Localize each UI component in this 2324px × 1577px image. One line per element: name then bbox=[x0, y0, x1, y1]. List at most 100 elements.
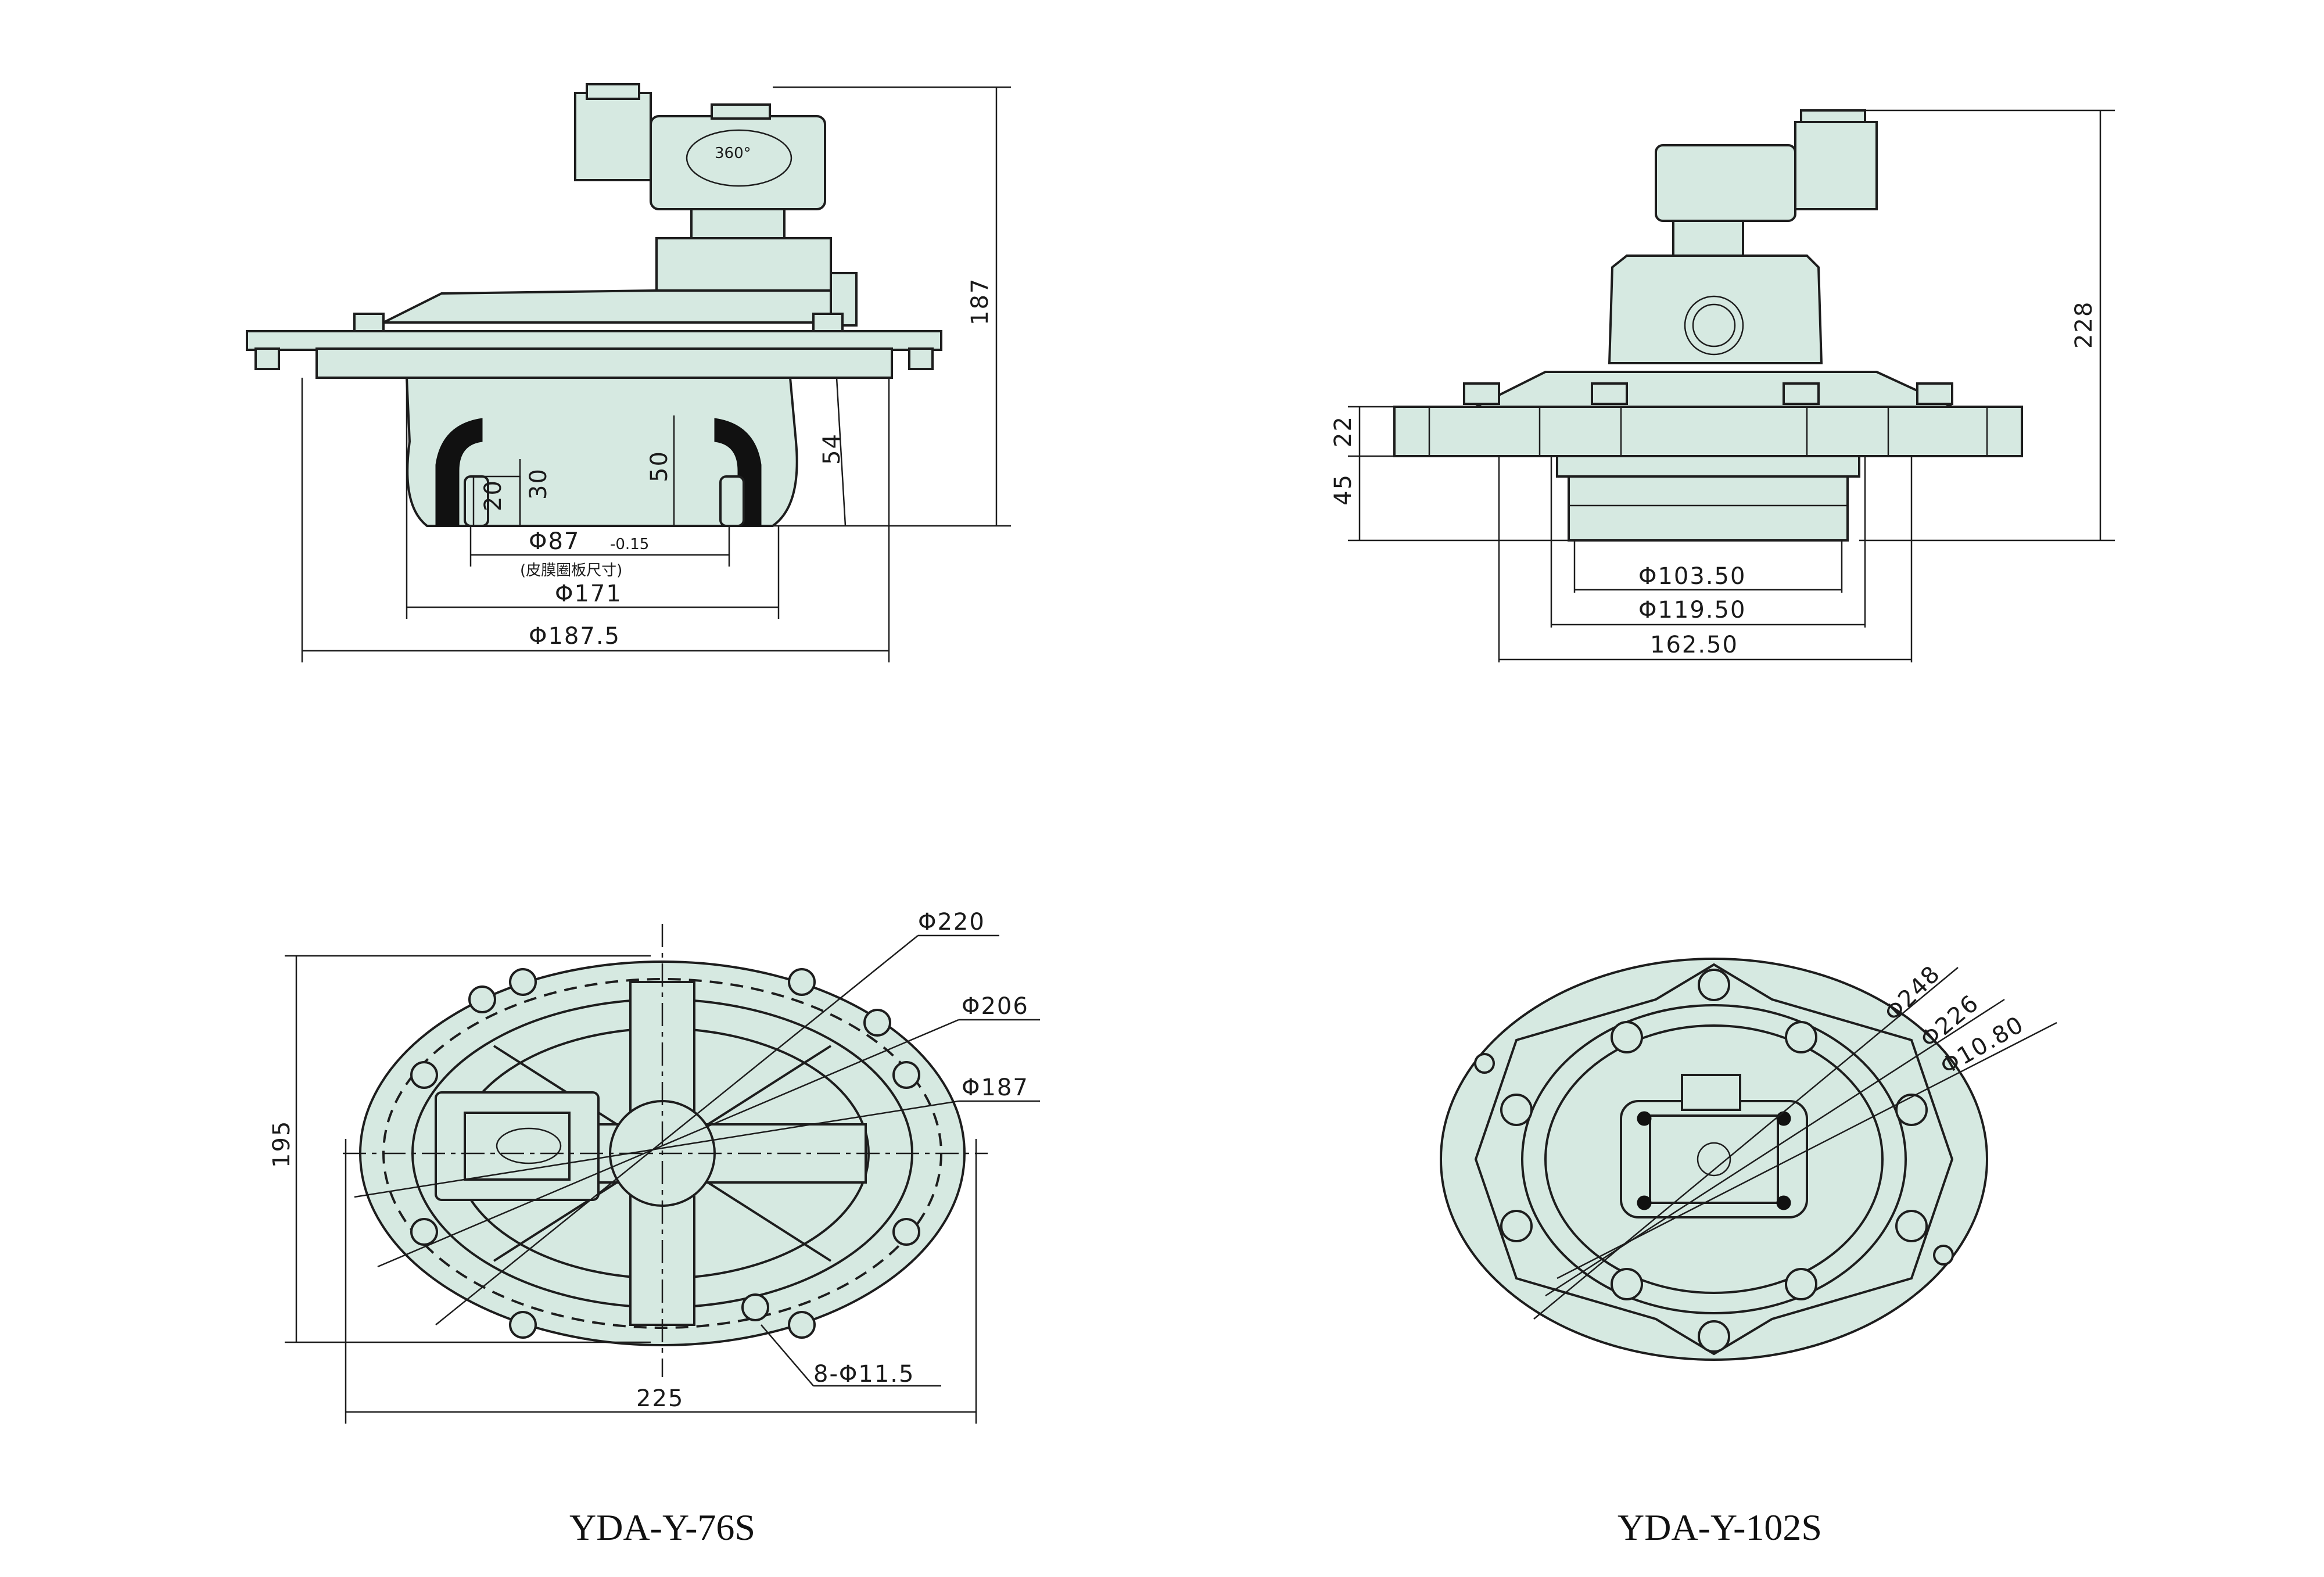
pilot-body-right bbox=[1608, 255, 1823, 364]
leader-10-8 bbox=[1556, 1022, 2057, 1279]
leader-187 bbox=[354, 1100, 959, 1198]
pilot-port bbox=[1684, 295, 1744, 356]
hole-r10 bbox=[1698, 1320, 1730, 1353]
leader-206 bbox=[377, 1019, 959, 1268]
bolt-right-1 bbox=[1463, 382, 1500, 405]
bolt-right-3 bbox=[1783, 382, 1820, 405]
dim-text-187-5: Φ187.5 bbox=[529, 623, 621, 650]
solenoid-top-cap bbox=[711, 103, 771, 120]
rotation-label: 360° bbox=[715, 145, 751, 162]
dim-text-holes: 8-Φ11.5 bbox=[813, 1361, 914, 1388]
leader-220 bbox=[435, 935, 919, 1325]
pilot-inner-right bbox=[1649, 1114, 1779, 1204]
bolt-hole-10 bbox=[468, 985, 496, 1013]
flange-ear-right bbox=[908, 347, 934, 370]
bolt-hole-7 bbox=[509, 1311, 537, 1339]
dim-text-206: Φ206 bbox=[962, 993, 1029, 1020]
flange-ear-left bbox=[254, 347, 280, 370]
dim-text-162: 162.50 bbox=[1650, 632, 1738, 658]
pilot-inner-left bbox=[464, 1112, 571, 1181]
flange-right bbox=[1393, 406, 2023, 457]
pilot-screw-4 bbox=[1776, 1195, 1791, 1210]
dim-text-103: Φ103.50 bbox=[1638, 563, 1746, 590]
dim-text-45: 45 bbox=[1330, 474, 1357, 506]
valve-cover bbox=[383, 289, 855, 324]
dim-text-87: Φ87 bbox=[529, 528, 580, 555]
rotation-ring bbox=[686, 129, 792, 187]
leader-226 bbox=[1545, 998, 2005, 1297]
flange-bottom bbox=[315, 347, 893, 379]
hole-r8 bbox=[1611, 1268, 1643, 1300]
dim-text-20: 20 bbox=[480, 479, 507, 511]
bolt-hole-11 bbox=[741, 1293, 769, 1321]
bolt-hole-8 bbox=[410, 1218, 438, 1246]
dim-text-50: 50 bbox=[646, 450, 673, 482]
pilot-screw-1 bbox=[1637, 1111, 1652, 1126]
solenoid-housing-right bbox=[1655, 144, 1796, 222]
dim-text-30: 30 bbox=[525, 468, 552, 500]
cover-ring-right bbox=[1521, 1004, 1907, 1314]
hole-r1 bbox=[1698, 969, 1730, 1001]
pilot-screw-2 bbox=[1776, 1111, 1791, 1126]
dim-line-54 bbox=[835, 377, 847, 526]
bolt-hole-5 bbox=[892, 1218, 920, 1246]
coil-connector-right bbox=[1794, 121, 1878, 210]
outlet-body-right bbox=[1568, 475, 1849, 542]
pilot-screw-3 bbox=[1637, 1195, 1652, 1210]
connector-top-right bbox=[1681, 1074, 1741, 1111]
bolt-hole-2 bbox=[788, 968, 816, 996]
seal-left bbox=[435, 418, 483, 526]
right-top-view: Φ248 Φ226 Φ10.80 bbox=[1440, 958, 2057, 1361]
pilot-knob-left bbox=[496, 1127, 562, 1164]
hole-r6 bbox=[1500, 1210, 1533, 1242]
caption-right: YDA-Y-102S bbox=[1618, 1507, 1822, 1548]
left-side-view: 360° 187 54 50 20 30 bbox=[246, 83, 1011, 662]
pilot-center-right bbox=[1697, 1142, 1731, 1177]
dim-text-54: 54 bbox=[819, 433, 845, 465]
dim-text-220: Φ220 bbox=[918, 909, 985, 936]
dim-text-228: 228 bbox=[2071, 301, 2097, 349]
coil-connector bbox=[574, 92, 652, 181]
hole-r2 bbox=[1611, 1021, 1643, 1053]
hole-r5 bbox=[1895, 1094, 1928, 1126]
bolt-hole-6 bbox=[788, 1311, 816, 1339]
hole-r3 bbox=[1785, 1021, 1817, 1053]
hole-r11 bbox=[1474, 1053, 1495, 1074]
dim-text-225: 225 bbox=[636, 1385, 684, 1412]
flange-top bbox=[246, 330, 942, 351]
bolt-right-4 bbox=[1916, 382, 1953, 405]
dim-text-187: 187 bbox=[967, 278, 994, 325]
left-top-view: Φ220 Φ206 Φ187 8-Φ11.5 195 225 bbox=[268, 909, 1040, 1424]
outlet-collar-right bbox=[1556, 455, 1860, 478]
leader-248 bbox=[1533, 967, 1959, 1320]
pilot-body bbox=[655, 237, 832, 292]
outlet-stub-right bbox=[719, 475, 745, 527]
pilot-port-inner bbox=[1692, 303, 1736, 347]
solenoid-neck-right bbox=[1672, 220, 1744, 257]
right-side-view: 228 22 45 Φ103.50 Φ119.50 162.50 bbox=[1330, 109, 2115, 662]
dim-text-195: 195 bbox=[268, 1120, 295, 1168]
connector-cap bbox=[586, 83, 640, 100]
dim-text-22: 22 bbox=[1330, 415, 1357, 447]
dim-text-87-tol: -0.15 bbox=[610, 536, 649, 553]
dim-text-187-top: Φ187 bbox=[962, 1074, 1029, 1101]
dim-text-119: Φ119.50 bbox=[1638, 597, 1746, 623]
leader-holes bbox=[761, 1324, 814, 1386]
cover-ring-right-inner bbox=[1544, 1024, 1884, 1294]
bolt-head-left bbox=[353, 313, 385, 332]
bolt-hole-3 bbox=[863, 1009, 891, 1037]
bolt-hole-4 bbox=[892, 1061, 920, 1089]
dim-text-87-note: (皮膜圈板尺寸) bbox=[520, 562, 622, 579]
hole-r4 bbox=[1500, 1094, 1533, 1126]
hole-r12 bbox=[1933, 1245, 1954, 1266]
cover-right bbox=[1475, 371, 1953, 408]
bolt-hole-9 bbox=[410, 1061, 438, 1089]
bolt-head-right bbox=[812, 313, 844, 332]
hole-r7 bbox=[1895, 1210, 1928, 1242]
bolt-hole-1 bbox=[509, 968, 537, 996]
seal-right bbox=[714, 418, 762, 526]
bolt-right-2 bbox=[1591, 382, 1628, 405]
dim-text-171: Φ171 bbox=[555, 580, 622, 607]
caption-left: YDA-Y-76S bbox=[569, 1507, 755, 1548]
hole-r9 bbox=[1785, 1268, 1817, 1300]
